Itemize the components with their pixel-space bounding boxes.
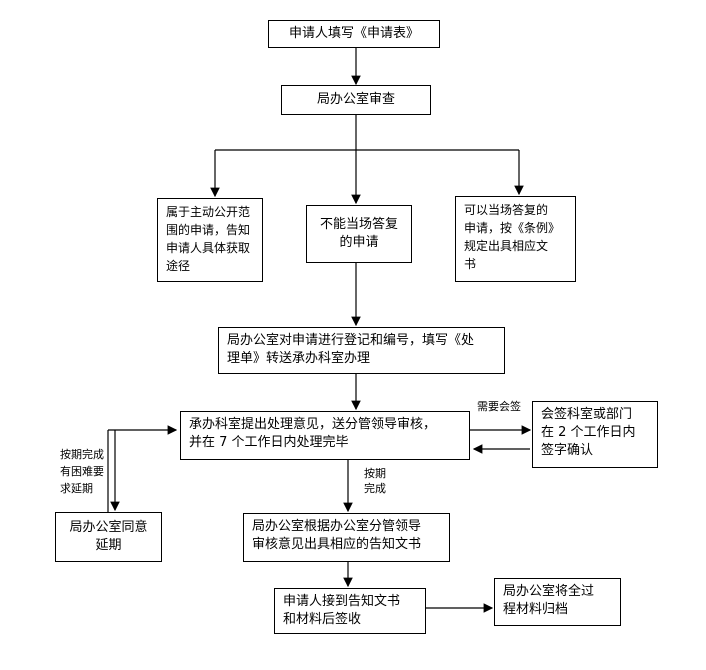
label-on-time: 按期 完成 bbox=[364, 466, 386, 496]
node-cosign: 会签科室或部门 在 2 个工作日内 签字确认 bbox=[532, 401, 658, 468]
node-extend: 局办公室同意 延期 bbox=[55, 512, 162, 562]
node-apply: 申请人填写《申请表》 bbox=[268, 20, 440, 48]
node-public: 属于主动公开范 围的申请，告知 申请人具体获取 途径 bbox=[157, 198, 263, 282]
node-review: 局办公室审查 bbox=[281, 85, 431, 115]
label-delay: 按期完成 有困难要 求延期 bbox=[60, 446, 104, 497]
node-archive: 局办公室将全过 程材料归档 bbox=[494, 578, 621, 626]
node-can: 可以当场答复的 申请，按《条例》 规定出具相应文 书 bbox=[455, 196, 576, 282]
label-need-cosign: 需要会签 bbox=[477, 399, 521, 414]
node-handle: 承办科室提出处理意见，送分管领导审核， 并在 7 个工作日内处理完毕 bbox=[180, 411, 470, 460]
node-register: 局办公室对申请进行登记和编号，填写《处 理单》转送承办科室办理 bbox=[218, 327, 505, 374]
node-notice: 局办公室根据办公室分管领导 审核意见出具相应的告知文书 bbox=[243, 513, 450, 562]
node-receive: 申请人接到告知文书 和材料后签收 bbox=[274, 588, 426, 634]
node-cannot: 不能当场答复 的申请 bbox=[306, 205, 412, 263]
